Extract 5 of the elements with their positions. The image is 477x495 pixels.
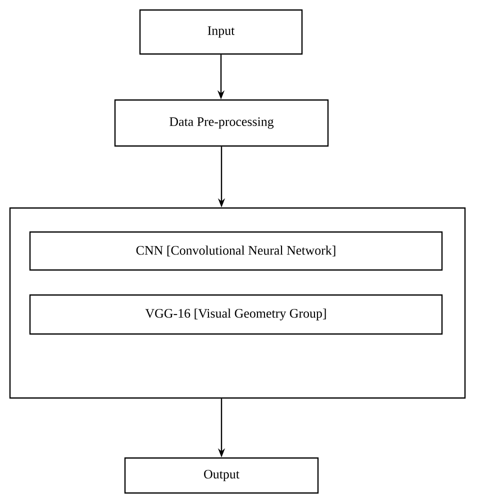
- process-box: Input: [139, 9, 303, 55]
- process-box: CNN [Convolutional Neural Network]: [29, 231, 443, 271]
- process-box: Output: [124, 457, 319, 494]
- process-box: Data Pre-processing: [114, 99, 329, 147]
- process-box: VGG-16 [Visual Geometry Group]: [29, 294, 443, 335]
